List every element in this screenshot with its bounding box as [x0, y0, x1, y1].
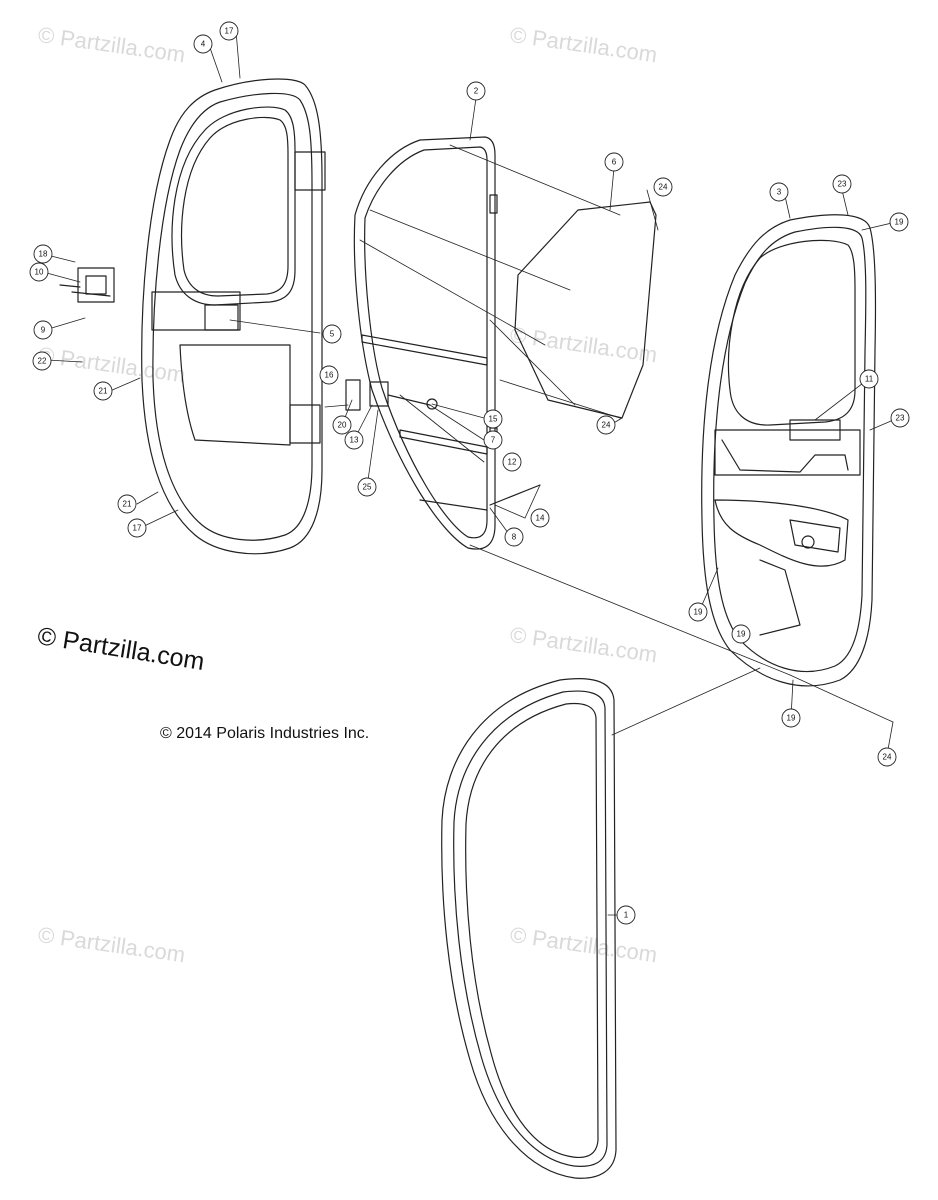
callout-bubble: [117, 494, 137, 514]
callout-label: 17: [225, 27, 234, 36]
callout-label: 10: [35, 268, 44, 277]
latch-assembly: [345, 379, 541, 506]
callout-bubble: [769, 182, 789, 202]
callout-label: 19: [737, 630, 746, 639]
callout-label: 19: [787, 714, 796, 723]
callout-label: 24: [602, 421, 611, 430]
callout-label: 21: [99, 387, 108, 396]
callout-bubble: [357, 477, 377, 497]
door-seal: [441, 678, 617, 1179]
callout-label: 15: [489, 415, 498, 424]
callout-bubble: [616, 905, 636, 925]
callout-bubble: [877, 747, 897, 767]
callout-bubble: [127, 518, 147, 538]
callout-label: 21: [123, 500, 132, 509]
callout-bubble: [781, 708, 801, 728]
callout-label: 13: [350, 436, 359, 445]
callout-bubble: [332, 415, 352, 435]
callout-label: 22: [38, 357, 47, 366]
callout-label: 23: [838, 180, 847, 189]
callout-label: 19: [895, 218, 904, 227]
callout-label: 6: [612, 158, 617, 167]
callout-bubble: [688, 602, 708, 622]
callout-label: 17: [133, 524, 142, 533]
callout-bubble: [193, 34, 213, 54]
callout-bubble: [604, 152, 624, 172]
callout-bubble: [33, 320, 53, 340]
lock-assembly: [59, 267, 115, 303]
callout-label: 23: [896, 414, 905, 423]
callout-label: 19: [694, 608, 703, 617]
callout-label: 20: [338, 421, 347, 430]
window-panel: [514, 201, 657, 419]
callout-bubble: [889, 212, 909, 232]
callout-bubble: [219, 21, 239, 41]
callout-label: 14: [536, 514, 545, 523]
callout-label: 9: [41, 326, 46, 335]
callout-label: 18: [39, 250, 48, 259]
callout-bubble: [466, 81, 486, 101]
callout-label: 3: [777, 188, 782, 197]
callout-label: 8: [512, 533, 517, 542]
door-inner-panel-right: [701, 214, 877, 687]
callout-bubble: [504, 527, 524, 547]
callout-bubble: [502, 452, 522, 472]
callout-bubble: [731, 624, 751, 644]
callout-bubble: [483, 430, 503, 450]
callout-bubble: [832, 174, 852, 194]
callout-label: 5: [330, 330, 335, 339]
callout-label: 11: [865, 375, 874, 384]
callout-label: 7: [491, 436, 496, 445]
callout-label: 24: [659, 183, 668, 192]
callout-label: 2: [474, 87, 479, 96]
leader-lines: [42, 30, 899, 916]
callout-label: 12: [508, 458, 517, 467]
callout-bubble: [653, 177, 673, 197]
callout-label: 1: [624, 911, 629, 920]
callout-bubble: [890, 408, 910, 428]
callout-bubble: [344, 430, 364, 450]
door-inner-panel-left: [141, 78, 326, 555]
callout-label: 16: [325, 371, 334, 380]
callout-bubble: [322, 324, 342, 344]
callout-label: 25: [363, 483, 372, 492]
callout-bubble: [29, 262, 49, 282]
callout-bubble: [32, 351, 52, 371]
callout-label: 4: [201, 40, 206, 49]
callout-bubble: [530, 508, 550, 528]
callout-bubble: [859, 369, 879, 389]
callout-bubble: [483, 409, 503, 429]
callout-bubble: [596, 415, 616, 435]
callout-bubble: [33, 244, 53, 264]
callout-label: 24: [883, 753, 892, 762]
callout-bubble: [319, 365, 339, 385]
door-frame: [353, 136, 498, 550]
copyright-notice: © 2014 Polaris Industries Inc.: [160, 725, 370, 742]
callout-bubble: [93, 381, 113, 401]
